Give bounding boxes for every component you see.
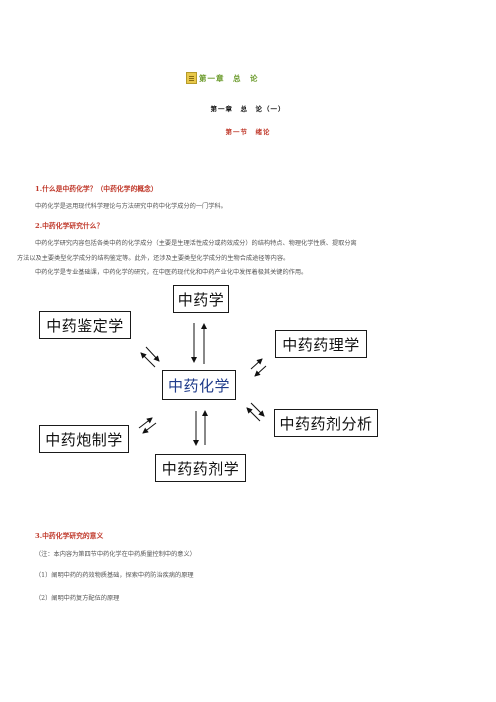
arrow-center-to-left-bottom xyxy=(142,422,157,434)
arrow-left-top-to-center xyxy=(145,346,160,362)
book-icon xyxy=(186,72,197,84)
arrow-left-bottom-to-center xyxy=(138,417,153,429)
question-2-heading: 2.中药化学研究什么？ xyxy=(35,222,104,230)
diagram-node-right-top: 中药药理学 xyxy=(275,330,367,358)
diagram-node-right-bottom: 中药药剂分析 xyxy=(274,409,378,437)
question-1-text: 中药化学是运用现代科学理论与方法研究中药中化学成分的一门学科。 xyxy=(35,203,227,210)
question-2-paragraph-2: 中药化学是专业基础课，中药化学的研究，在中医药现代化和中药产业化中发挥着极其关键… xyxy=(35,269,308,276)
arrow-right-bottom-to-center xyxy=(246,407,261,422)
arrow-right-top-to-center xyxy=(254,365,267,377)
question-2-paragraph-1-line-1: 中药化学研究内容包括各类中药的化学成分（主要是生理活性成分或药效成分）的结构特点… xyxy=(35,240,357,247)
question-3-item-2: （2）阐明中药复方配伍的原理 xyxy=(35,595,120,602)
chapter-header: 第一章 总 论 xyxy=(186,71,259,85)
arrow-center-to-right-top xyxy=(250,358,263,370)
diagram-node-center: 中药化学 xyxy=(162,370,236,400)
question-3-heading: 3.中药化学研究的意义 xyxy=(35,532,104,540)
chapter-title: 第一章 总 论 xyxy=(199,73,259,83)
diagram-node-left-bottom: 中药炮制学 xyxy=(39,425,129,453)
question-1-heading: 1.什么是中药化学？（中药化学的概念） xyxy=(35,185,158,193)
section-title: 第一节 绪论 xyxy=(225,128,271,136)
diagram-node-top: 中药学 xyxy=(173,285,229,313)
question-3-item-1: （1）阐明中药的药效物质基础，探索中药防治疾病的原理 xyxy=(35,572,194,579)
question-3-note: （注：本内容为第四节中药化学在中药质量控制中的意义） xyxy=(35,551,196,558)
diagram-node-left-top: 中药鉴定学 xyxy=(39,311,131,339)
arrow-center-to-right-bottom xyxy=(250,402,265,417)
page-subtitle: 第一章 总 论（一） xyxy=(210,105,286,113)
arrow-center-to-left-top xyxy=(140,352,156,368)
question-2-paragraph-1-line-2: 方法以及主要类型化学成分的结构鉴定等。此外，还涉及主要类型化学成分的生物合成途径… xyxy=(17,255,290,262)
diagram-node-bottom: 中药药剂学 xyxy=(155,454,246,482)
